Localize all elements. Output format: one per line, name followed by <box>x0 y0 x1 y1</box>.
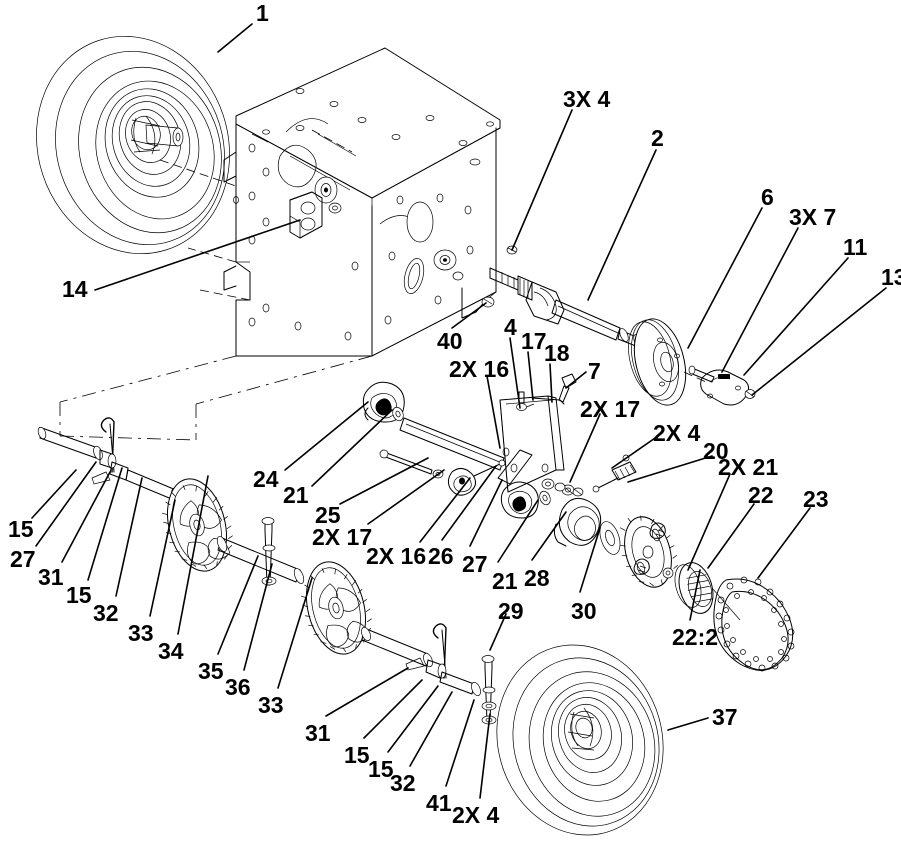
callout-27: 27 <box>462 551 488 577</box>
brake-plate-assembly <box>700 369 756 406</box>
wheel-tire-rear <box>496 644 664 836</box>
callout-31: 31 <box>38 564 64 590</box>
callout-34: 34 <box>158 638 184 664</box>
callout-33: 33 <box>258 692 284 718</box>
drive-chain <box>711 576 795 672</box>
callout-24: 24 <box>253 466 279 492</box>
drive-sprocket-large <box>620 515 679 588</box>
callout-32: 32 <box>93 600 119 626</box>
drive-gear-left <box>161 478 233 572</box>
callout-3x-4: 3X 4 <box>563 86 611 112</box>
callout-28: 28 <box>524 565 550 591</box>
callout-27: 27 <box>10 546 36 572</box>
center-support-bracket <box>499 373 577 496</box>
callout-22: 22 <box>748 482 774 508</box>
drive-gear-right <box>300 561 372 655</box>
brake-drum <box>628 318 715 406</box>
callout-29: 29 <box>498 598 524 624</box>
callout-15: 15 <box>368 756 394 782</box>
callout-37: 37 <box>712 704 738 730</box>
callout-2x-16: 2X 16 <box>449 356 510 382</box>
callout-4: 4 <box>504 314 517 340</box>
callout-21: 21 <box>283 482 309 508</box>
callout-36: 36 <box>225 674 251 700</box>
callout-leader-lines <box>31 23 887 799</box>
callout-2x-4: 2X 4 <box>452 802 500 828</box>
chassis-frame <box>59 47 501 441</box>
callout-35: 35 <box>198 658 224 684</box>
right-axle-rod-assembly <box>361 623 497 725</box>
wheel-tire-front <box>36 35 230 255</box>
callout-11: 11 <box>843 234 868 260</box>
callout-15: 15 <box>344 742 370 768</box>
callout-41: 41 <box>426 790 452 816</box>
callout-32: 32 <box>390 770 416 796</box>
callout-15: 15 <box>66 582 92 608</box>
callout-33: 33 <box>128 620 154 646</box>
callout-31: 31 <box>305 720 331 746</box>
callout-26: 26 <box>428 543 454 569</box>
callout-2x-17: 2X 17 <box>580 396 641 422</box>
sprocket-hub-splined <box>674 562 714 614</box>
callout-15: 15 <box>8 516 34 542</box>
callout-40: 40 <box>437 328 463 354</box>
wheel-hub-bearing <box>539 490 621 555</box>
callout-6: 6 <box>761 184 774 210</box>
callout-17: 17 <box>521 328 547 354</box>
callout-13: 13 <box>881 264 901 290</box>
hydro-control-linkage <box>362 381 539 519</box>
middle-axle-shaft <box>216 517 305 586</box>
callout-2: 2 <box>651 125 664 151</box>
callout-1: 1 <box>256 0 269 26</box>
spring-rod-assembly <box>554 454 637 497</box>
callout-7: 7 <box>588 358 601 384</box>
callout-18: 18 <box>544 340 570 366</box>
callout-22-2: 22:2 <box>672 624 719 650</box>
callout-23: 23 <box>803 486 829 512</box>
callout-2x-16: 2X 16 <box>366 543 427 569</box>
callout-21: 21 <box>492 568 518 594</box>
callout-20: 20 <box>703 438 729 464</box>
callout-3x-7: 3X 7 <box>789 204 837 230</box>
callout-30: 30 <box>571 598 597 624</box>
callout-14: 14 <box>62 276 88 302</box>
callout-25: 25 <box>315 502 341 528</box>
callout-2x-21: 2X 21 <box>718 454 779 480</box>
callout-2x-4: 2X 4 <box>653 420 701 446</box>
callout-2x-17: 2X 17 <box>312 524 373 550</box>
